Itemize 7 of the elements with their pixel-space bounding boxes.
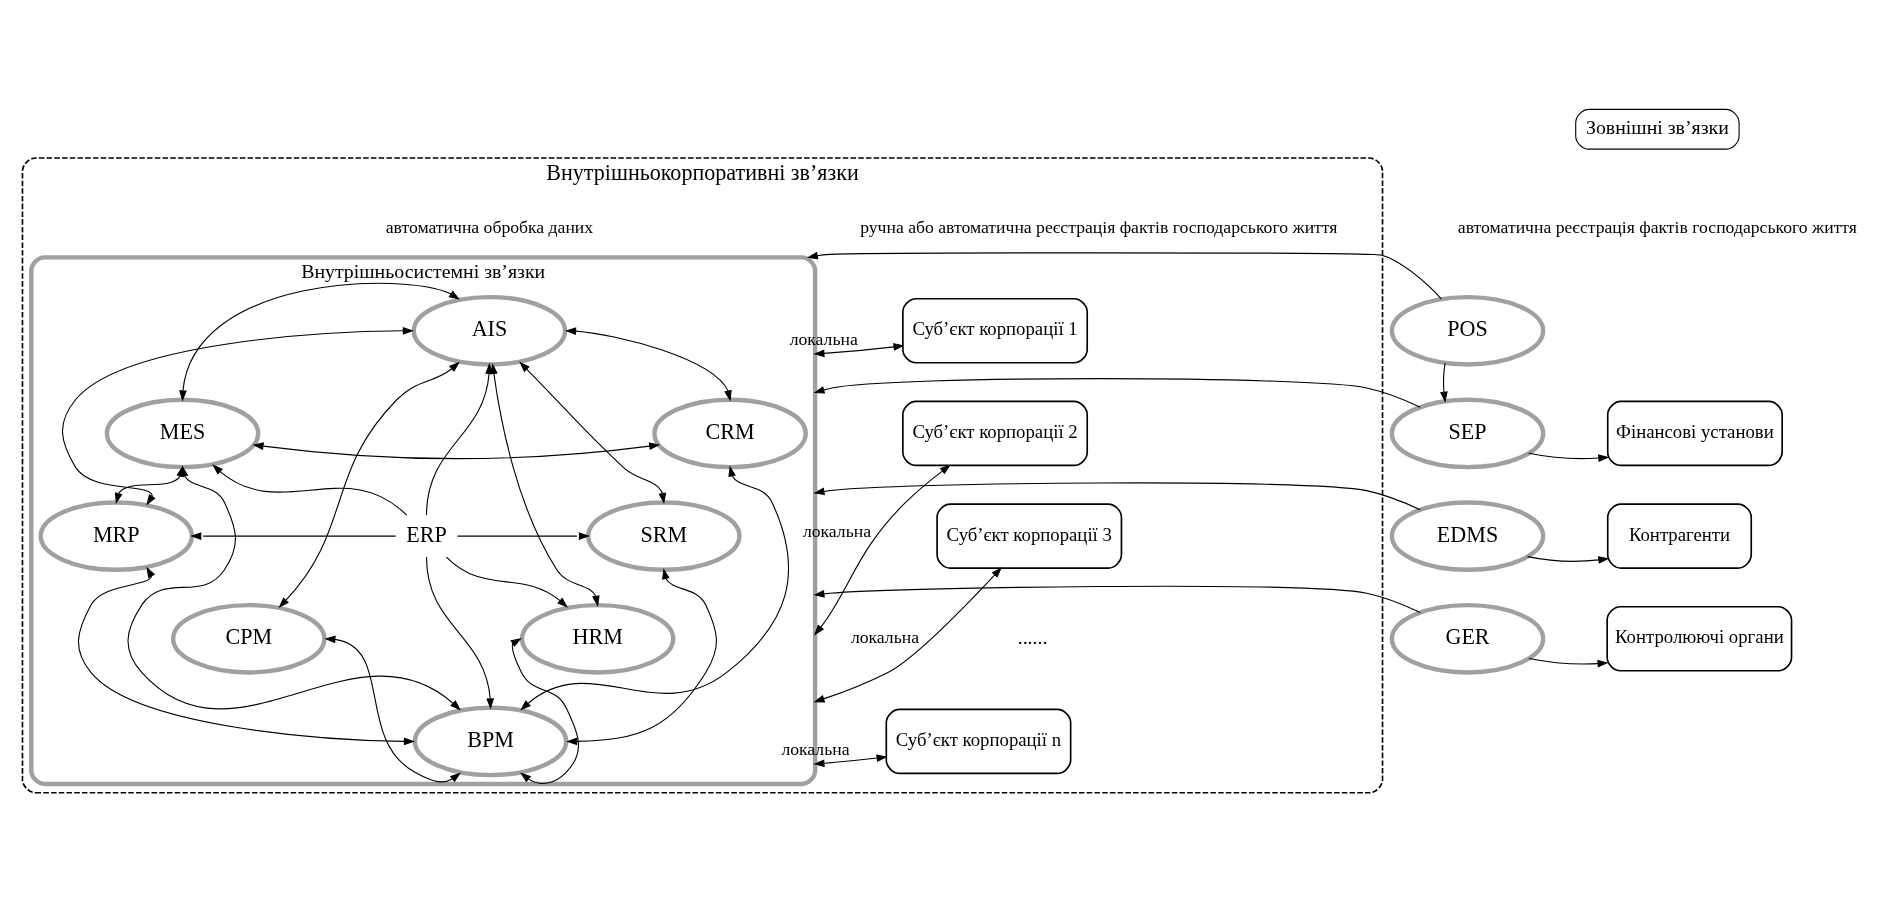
node-text: ERP: [406, 521, 447, 547]
label: Зовнішні зв’язки: [1585, 115, 1729, 138]
label: ......: [1017, 625, 1048, 648]
label: ручна або автоматична реєстрація фактів господарського життя: [860, 216, 1338, 237]
label: автоматична обробка даних: [385, 216, 594, 237]
label: автоматична реєстрація фактів господарського життя: [1457, 216, 1857, 237]
edge-label: локальна: [850, 626, 919, 647]
